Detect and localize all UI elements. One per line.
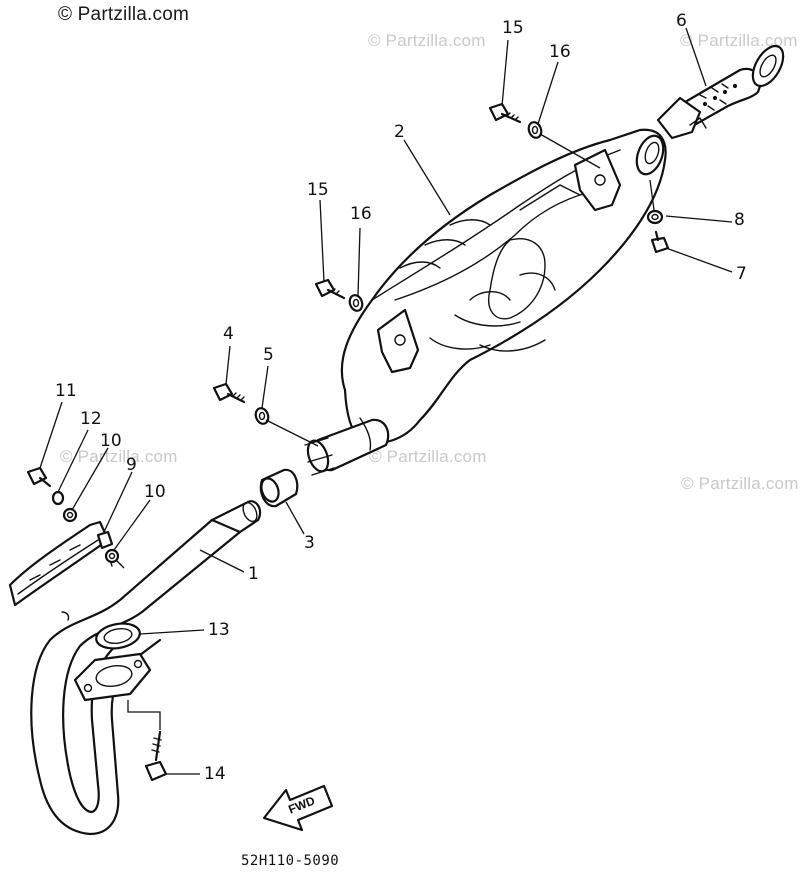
- washer-8: [646, 209, 664, 225]
- fwd-arrow: [262, 784, 334, 832]
- bolt-11: [26, 466, 52, 488]
- callout-5: 5: [263, 345, 274, 365]
- washer-5: [254, 407, 270, 425]
- callout-7: 7: [736, 264, 747, 284]
- partzilla-watermark: © Partzilla.com: [369, 447, 487, 466]
- partzilla-watermark-main: © Partzilla.com: [58, 4, 190, 25]
- partzilla-watermark: © Partzilla.com: [60, 447, 178, 466]
- callout-8: 8: [734, 210, 745, 230]
- spark-arrester: [656, 44, 785, 140]
- heat-protector: [8, 520, 110, 607]
- callout-4: 4: [223, 324, 234, 344]
- callout-3: 3: [304, 533, 315, 553]
- callout-10: 10: [144, 482, 166, 502]
- gasket-13: [95, 622, 141, 650]
- partzilla-watermark: © Partzilla.com: [368, 31, 486, 50]
- callout-15: 15: [502, 18, 524, 38]
- callout-16: 16: [549, 42, 571, 62]
- muffler: [304, 128, 667, 476]
- washer-16-mid: [348, 294, 364, 312]
- collar-10-upper: [62, 507, 78, 523]
- bolt-15-upper: [488, 102, 522, 124]
- callout-12: 12: [80, 409, 102, 429]
- flange: [73, 652, 152, 702]
- callout-10: 10: [100, 431, 122, 451]
- callout-11: 11: [55, 381, 77, 401]
- bolt-4: [212, 382, 246, 404]
- partzilla-watermark: © Partzilla.com: [680, 31, 798, 50]
- diagram-code: 52H110-5090: [241, 853, 340, 869]
- partzilla-watermark: © Partzilla.com: [681, 474, 799, 493]
- bolt-15-mid: [314, 278, 346, 300]
- bolt-14: [144, 730, 168, 782]
- callout-1: 1: [248, 564, 259, 584]
- callout-6: 6: [676, 11, 687, 31]
- damper-9: [96, 530, 114, 550]
- callout-2: 2: [394, 122, 405, 142]
- collar-10-lower: [104, 548, 120, 564]
- washer-12: [51, 490, 65, 506]
- callout-15: 15: [307, 180, 329, 200]
- washer-16-upper: [527, 121, 543, 139]
- exhaust-pipe: [30, 500, 262, 836]
- callout-14: 14: [204, 764, 226, 784]
- callout-leaders: [39, 27, 733, 775]
- callout-13: 13: [208, 620, 230, 640]
- callout-9: 9: [126, 455, 137, 475]
- callout-16: 16: [350, 204, 372, 224]
- screw-7: [650, 230, 670, 254]
- gasket-3: [259, 468, 299, 508]
